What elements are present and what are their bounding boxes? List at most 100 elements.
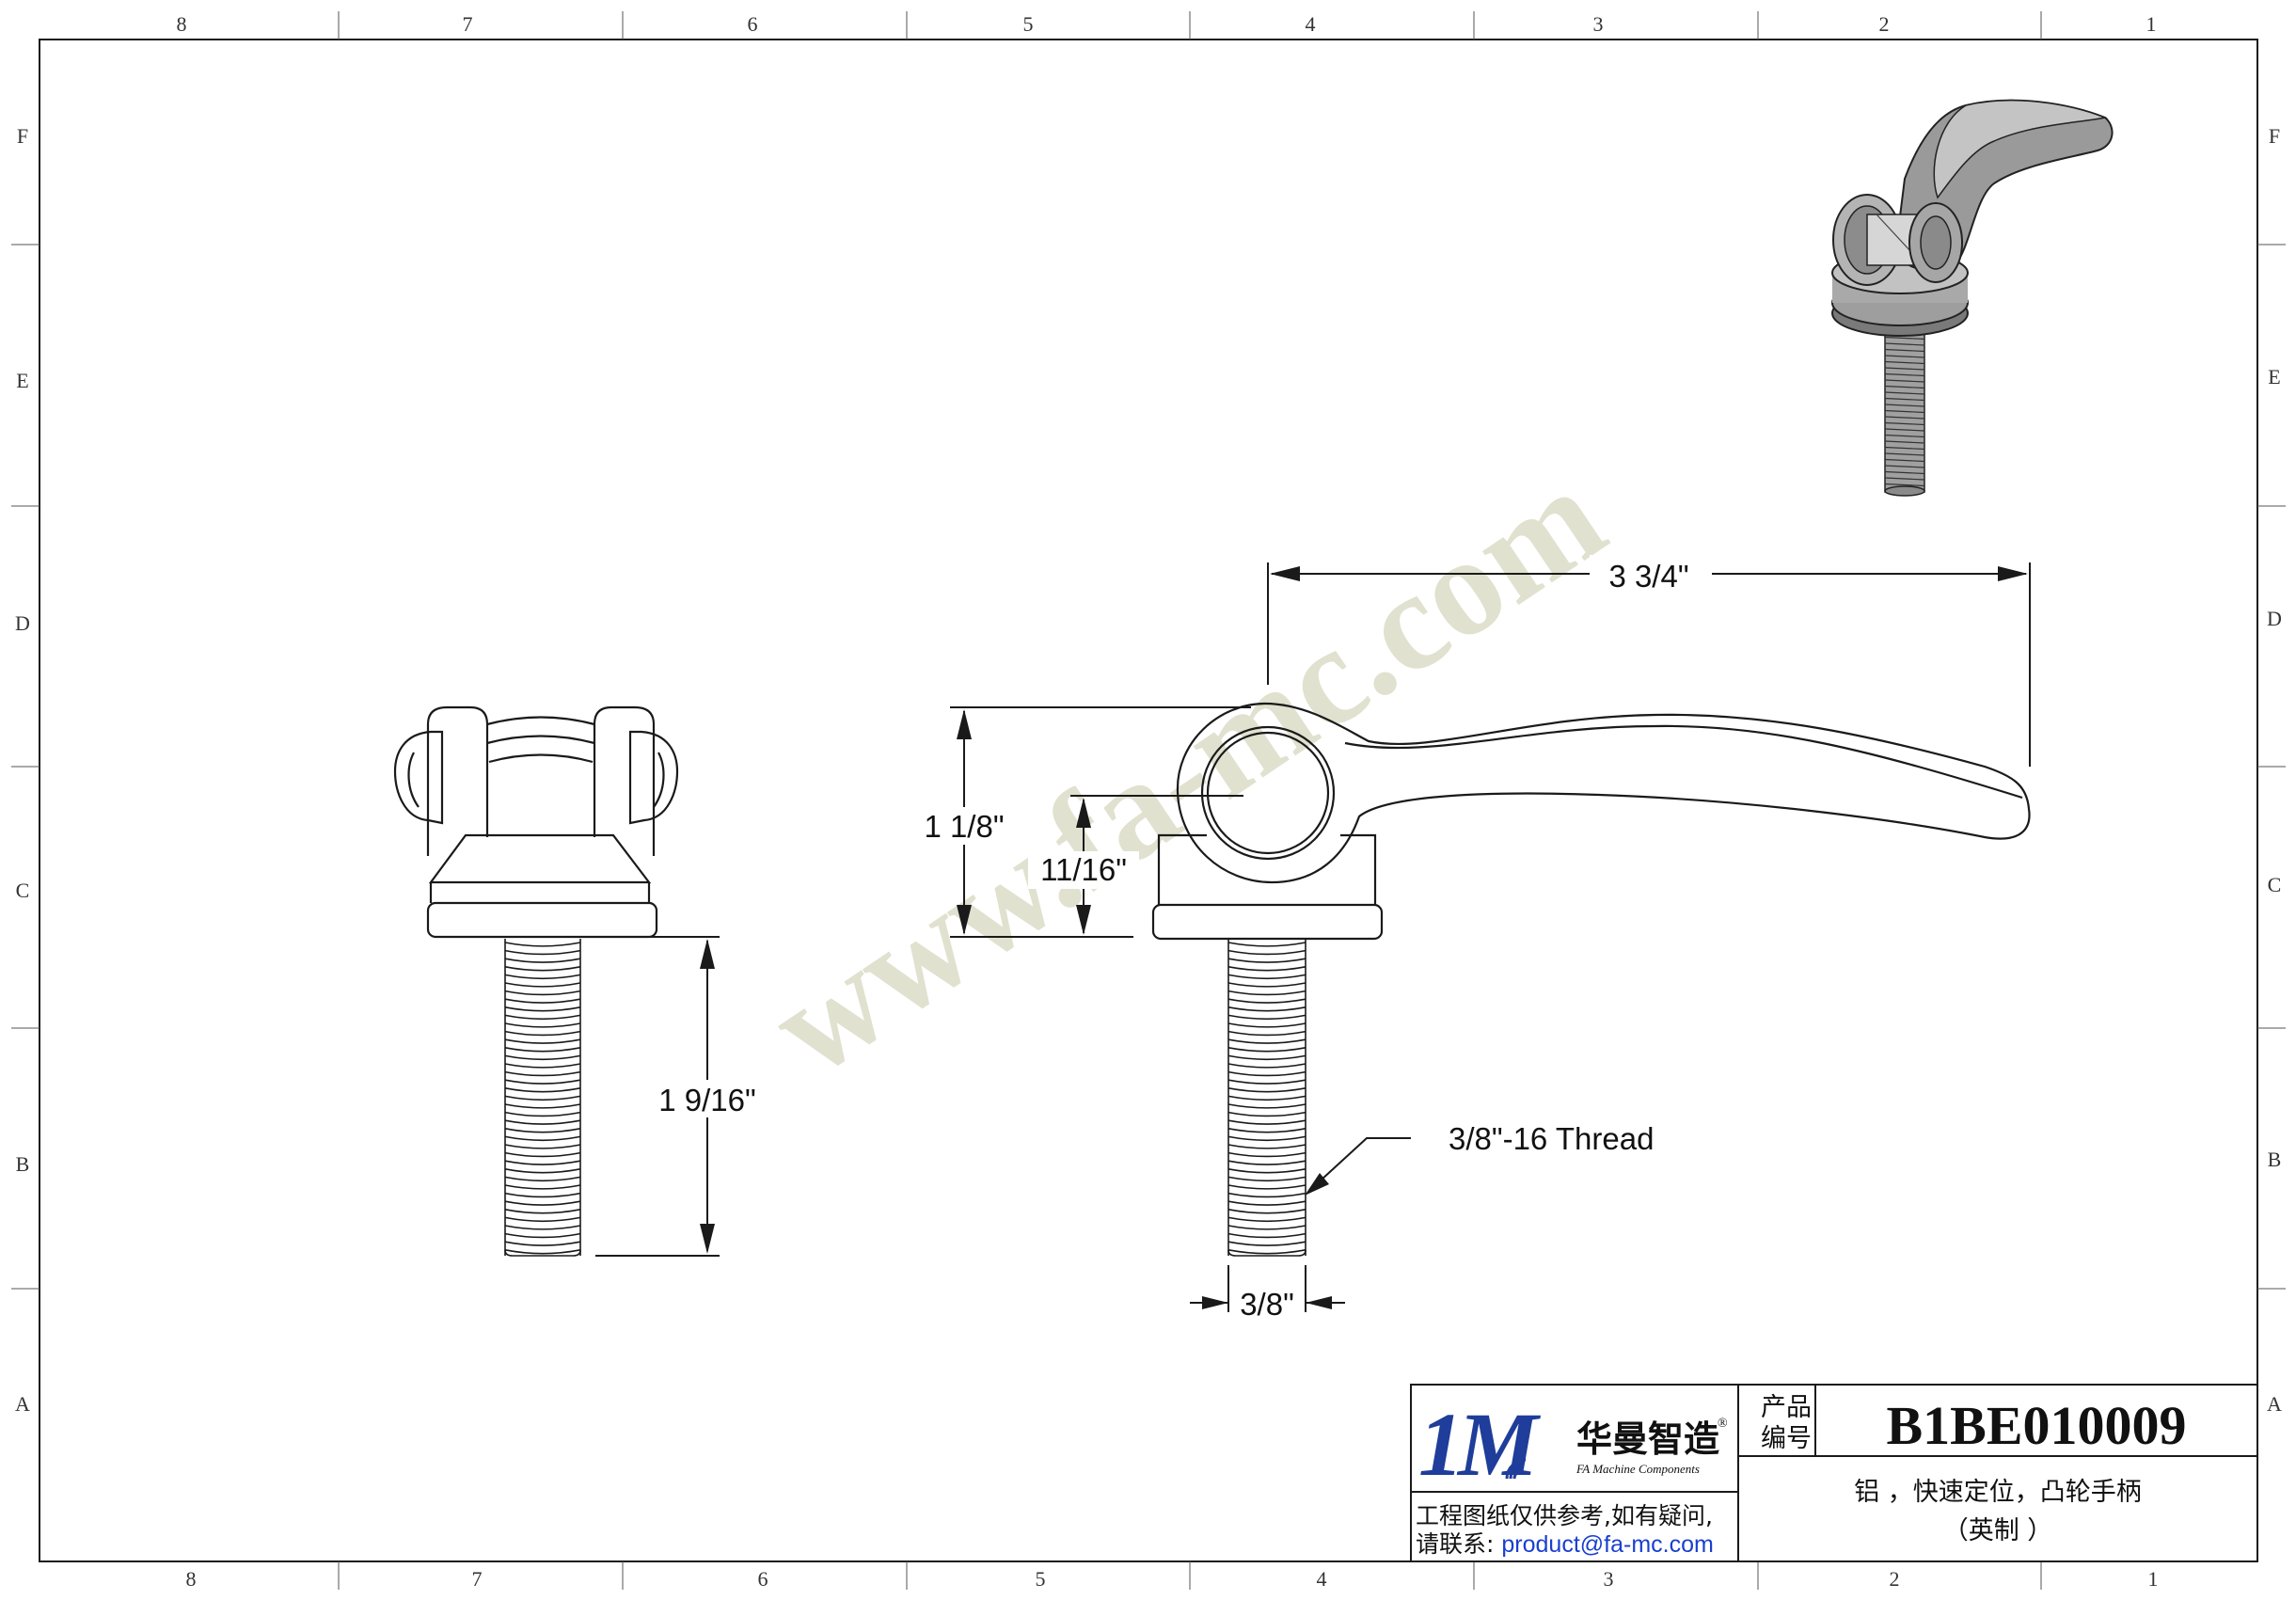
thread-crest: [1227, 982, 1306, 988]
zone-col-bottom-2: 2: [1890, 1567, 1900, 1591]
side-view-washer: [1151, 903, 1384, 941]
zone-col-bottom-1: 1: [2148, 1567, 2159, 1591]
thread-crest: [1227, 1103, 1306, 1109]
iso-thread-crest: [1884, 391, 1925, 395]
thread-crest: [1227, 1144, 1306, 1149]
iso-thread-crest: [1884, 458, 1925, 463]
side-view-base: [1157, 833, 1377, 905]
thread-crest: [1227, 1192, 1306, 1198]
thread-crest: [504, 1111, 581, 1117]
thread-crest: [504, 958, 581, 963]
thread-crest: [1227, 1184, 1306, 1190]
thread-crest: [504, 1232, 581, 1239]
iso-thread-crest: [1884, 470, 1925, 475]
thread-crest: [504, 1209, 581, 1214]
zone-ticks: [11, 11, 2286, 1590]
iso-thread-crest: [1884, 404, 1925, 407]
thread-crest: [1227, 958, 1306, 963]
thread-crest: [504, 1087, 581, 1093]
side-view-lever: [1176, 702, 2031, 884]
thread-crest: [1227, 1087, 1306, 1093]
zone-row-right-C: C: [2268, 873, 2282, 896]
iso-thread-crest: [1884, 477, 1925, 481]
zone-row-right-F: F: [2269, 124, 2280, 148]
iso-thread-crest: [1884, 434, 1925, 438]
drawing-note-line1: 工程图纸仅供参考,如有疑问,: [1416, 1502, 1713, 1529]
front-view-left-ear: [393, 730, 444, 825]
zone-col-top-2: 2: [1879, 12, 1890, 36]
thread-crest: [1227, 1038, 1306, 1044]
iso-thread-crest: [1884, 465, 1925, 468]
pivot-height-label: 11/16": [1040, 852, 1127, 887]
thread-crest: [504, 982, 581, 988]
thread-crest: [504, 1070, 581, 1077]
thread-crest: [504, 998, 581, 1004]
front-view-right-ear: [628, 730, 679, 825]
thread-crest: [1227, 1249, 1306, 1255]
iso-thread-crest: [1884, 355, 1925, 358]
thread-crest: [1227, 1111, 1306, 1117]
thread-crest: [1227, 1200, 1306, 1206]
registered-mark: ®: [1718, 1417, 1728, 1431]
logo-mark: 1M: [1418, 1394, 1542, 1495]
thread-callout-leader: [1305, 1137, 1411, 1196]
thread-crest: [504, 1249, 581, 1255]
front-view-right-knuckle: [593, 705, 656, 856]
front-view-thread: [504, 939, 581, 1257]
thread-crest: [504, 1022, 581, 1028]
thread-crest: [1227, 1135, 1306, 1142]
iso-thread-crest: [1884, 379, 1925, 383]
iso-thread-crest: [1884, 452, 1925, 456]
iso-thread-crest: [1884, 446, 1925, 451]
front-view-washer: [426, 901, 658, 939]
thread-crest: [1227, 1241, 1306, 1246]
thread-diameter-label: 3/8": [1240, 1287, 1294, 1322]
iso-thread-crest: [1884, 348, 1925, 353]
thread-crest: [1227, 998, 1306, 1004]
thread-crest: [1227, 1047, 1306, 1053]
overall-height-dimension: [950, 706, 1251, 938]
zone-col-top-6: 6: [748, 12, 758, 36]
contact-email[interactable]: product@fa-mc.com: [1501, 1531, 1713, 1558]
thread-length-label: 1 9/16": [658, 1083, 755, 1117]
zone-col-bottom-7: 7: [472, 1567, 483, 1591]
zone-row-right-E: E: [2268, 365, 2280, 388]
thread-crest: [1227, 1209, 1306, 1214]
zone-row-left-C: C: [16, 879, 30, 902]
iso-thread-crest: [1884, 440, 1925, 444]
thread-crest: [504, 1030, 581, 1037]
thread-crest: [1227, 974, 1306, 980]
thread-crest: [504, 1200, 581, 1206]
thread-crest: [1227, 942, 1306, 947]
thread-crest: [504, 1192, 581, 1198]
side-view-thread: [1227, 939, 1306, 1257]
thread-crest: [504, 1006, 581, 1012]
thread-crest: [1227, 1022, 1306, 1028]
brand-name-en: FA Machine Components: [1576, 1462, 1700, 1476]
thread-crest: [504, 1054, 581, 1061]
thread-crest: [1227, 1151, 1306, 1158]
thread-crest: [504, 1241, 581, 1246]
iso-thread-crest: [1884, 397, 1925, 402]
thread-crest: [504, 1103, 581, 1109]
thread-crest: [1227, 1070, 1306, 1077]
thread-crest: [1227, 1054, 1306, 1061]
overall-length-label: 3 3/4": [1608, 559, 1688, 594]
side-view-pivot-outer: [1200, 725, 1336, 861]
thread-crest: [1227, 1176, 1306, 1182]
thread-crest: [504, 1119, 581, 1125]
zone-row-left-F: F: [17, 124, 28, 148]
iso-thread-crest: [1884, 342, 1925, 346]
zone-col-top-5: 5: [1023, 12, 1034, 36]
zone-col-bottom-8: 8: [186, 1567, 197, 1591]
zone-row-left-E: E: [16, 369, 28, 392]
thread-callout-label: 3/8"-16 Thread: [1449, 1121, 1654, 1156]
thread-crest: [504, 1128, 581, 1133]
thread-crest: [1227, 990, 1306, 996]
thread-crest: [504, 974, 581, 980]
thread-crest: [504, 1151, 581, 1158]
zone-row-right-D: D: [2267, 607, 2282, 630]
thread-crest: [1227, 966, 1306, 972]
thread-crest: [1227, 1168, 1306, 1174]
